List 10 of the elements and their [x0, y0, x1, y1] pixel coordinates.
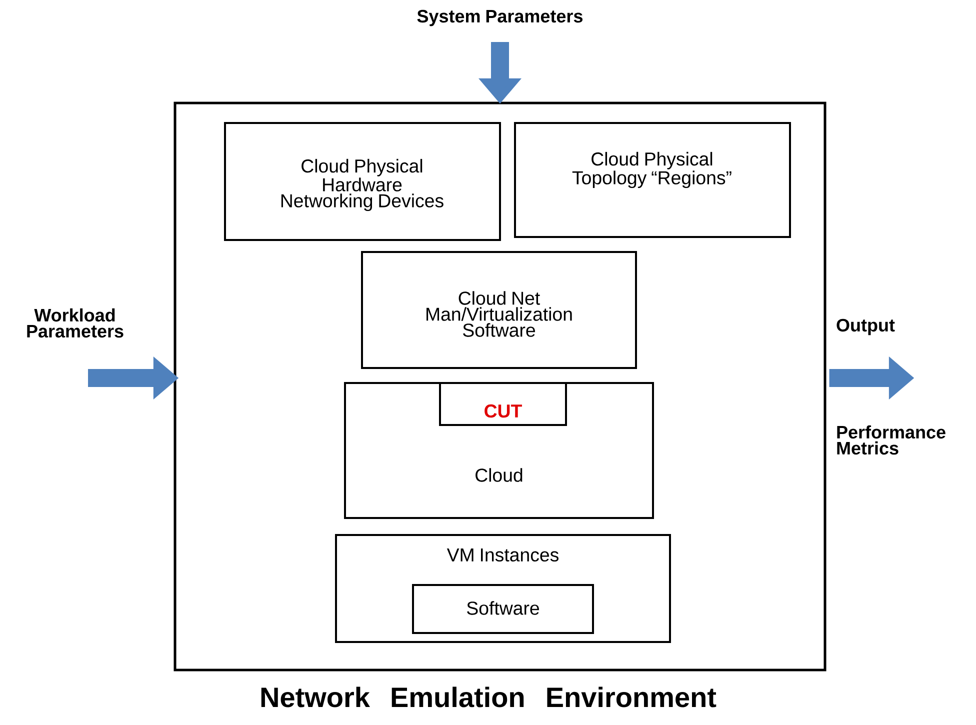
input-label: Workload Parameters	[27, 308, 124, 338]
process-box: Cloud Net Man/Virtualization Software	[361, 251, 637, 369]
software-box: Software	[412, 584, 594, 634]
output-label: Output	[836, 318, 895, 336]
process-box: Cloud Physical Topology “Regions”	[514, 122, 791, 238]
cut-box: CUT	[439, 382, 567, 426]
node-label: Network Emulation Environment	[261, 686, 716, 708]
process-box: Cloud Physical Hardware Networking Devices	[224, 122, 501, 241]
output-label: Performance Metrics	[837, 425, 946, 455]
input-label: System Parameters	[417, 10, 582, 26]
